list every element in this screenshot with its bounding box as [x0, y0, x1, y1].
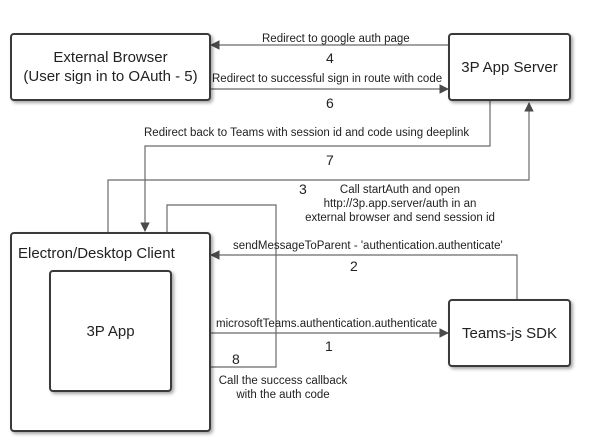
edge-3-label-line2: http://3p.app.server/auth in an: [323, 198, 477, 210]
edge-3-label-line3: external browser and send session id: [305, 212, 495, 224]
edge-8-label-line2: with the auth code: [236, 389, 330, 401]
external-browser-node: External Browser (User sign in to OAuth …: [10, 33, 211, 101]
edge-1-number: 1: [325, 338, 333, 354]
edge-7: [140, 101, 491, 232]
app-server-node: 3P App Server: [448, 33, 571, 101]
edge-7-label: Redirect back to Teams with session id a…: [144, 127, 470, 139]
edge-1-label: microsoftTeams.authentication.authentica…: [216, 318, 438, 330]
edge-6-number: 6: [326, 95, 334, 111]
sdk-node: Teams-js SDK: [448, 299, 571, 367]
edge-3: [107, 102, 534, 232]
edge-3-label: Call startAuth and open http://3p.app.se…: [300, 183, 500, 225]
edge-8-label: Call the success callback with the auth …: [208, 374, 358, 402]
edge-6-label: Redirect to successful sign in route wit…: [212, 73, 443, 85]
edge-3-number: 3: [299, 181, 307, 197]
edge-4-number: 4: [326, 50, 334, 66]
edge-3-label-line1: Call startAuth and open: [339, 184, 461, 196]
app-label: 3P App: [86, 323, 135, 340]
external-browser-subtitle: (User sign in to OAuth - 5): [23, 68, 198, 85]
edge-4-label: Redirect to google auth page: [262, 33, 410, 45]
edge-2-number: 2: [350, 258, 358, 274]
edge-2-label: sendMessageToParent - 'authentication.au…: [233, 240, 503, 252]
sdk-label: Teams-js SDK: [461, 325, 558, 342]
app-server-label: 3P App Server: [461, 59, 558, 76]
edge-2: [210, 250, 518, 299]
edge-8-label-line1: Call the success callback: [218, 375, 348, 387]
app-node: 3P App: [49, 270, 172, 392]
edge-7-number: 7: [326, 152, 334, 168]
desktop-client-label: Electron/Desktop Client: [18, 245, 175, 262]
edge-8-number: 8: [232, 351, 240, 367]
external-browser-title: External Browser: [53, 49, 168, 66]
edge-8: [166, 204, 277, 372]
